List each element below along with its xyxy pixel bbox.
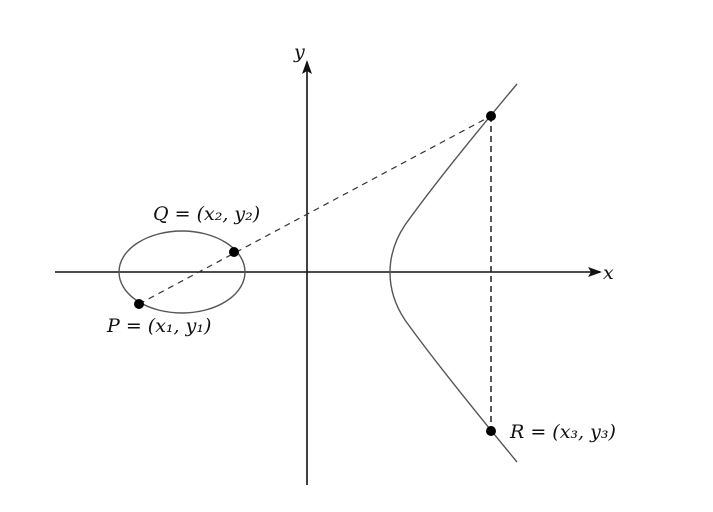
point-r-label: R = (x₃, y₃) — [509, 421, 616, 443]
point-p-label: P = (x₁, y₁) — [106, 315, 211, 337]
point-p — [134, 299, 144, 309]
curve-unbounded-component — [389, 83, 518, 463]
curve-oval-component — [118, 230, 246, 314]
point-third-intersection — [486, 111, 496, 121]
point-r — [486, 426, 496, 436]
point-q-label: Q = (x₂, y₂) — [153, 203, 260, 225]
y-axis-label: y — [293, 41, 305, 63]
secant-line — [138, 115, 492, 305]
point-q — [229, 247, 239, 257]
x-axis-label: x — [603, 262, 614, 284]
